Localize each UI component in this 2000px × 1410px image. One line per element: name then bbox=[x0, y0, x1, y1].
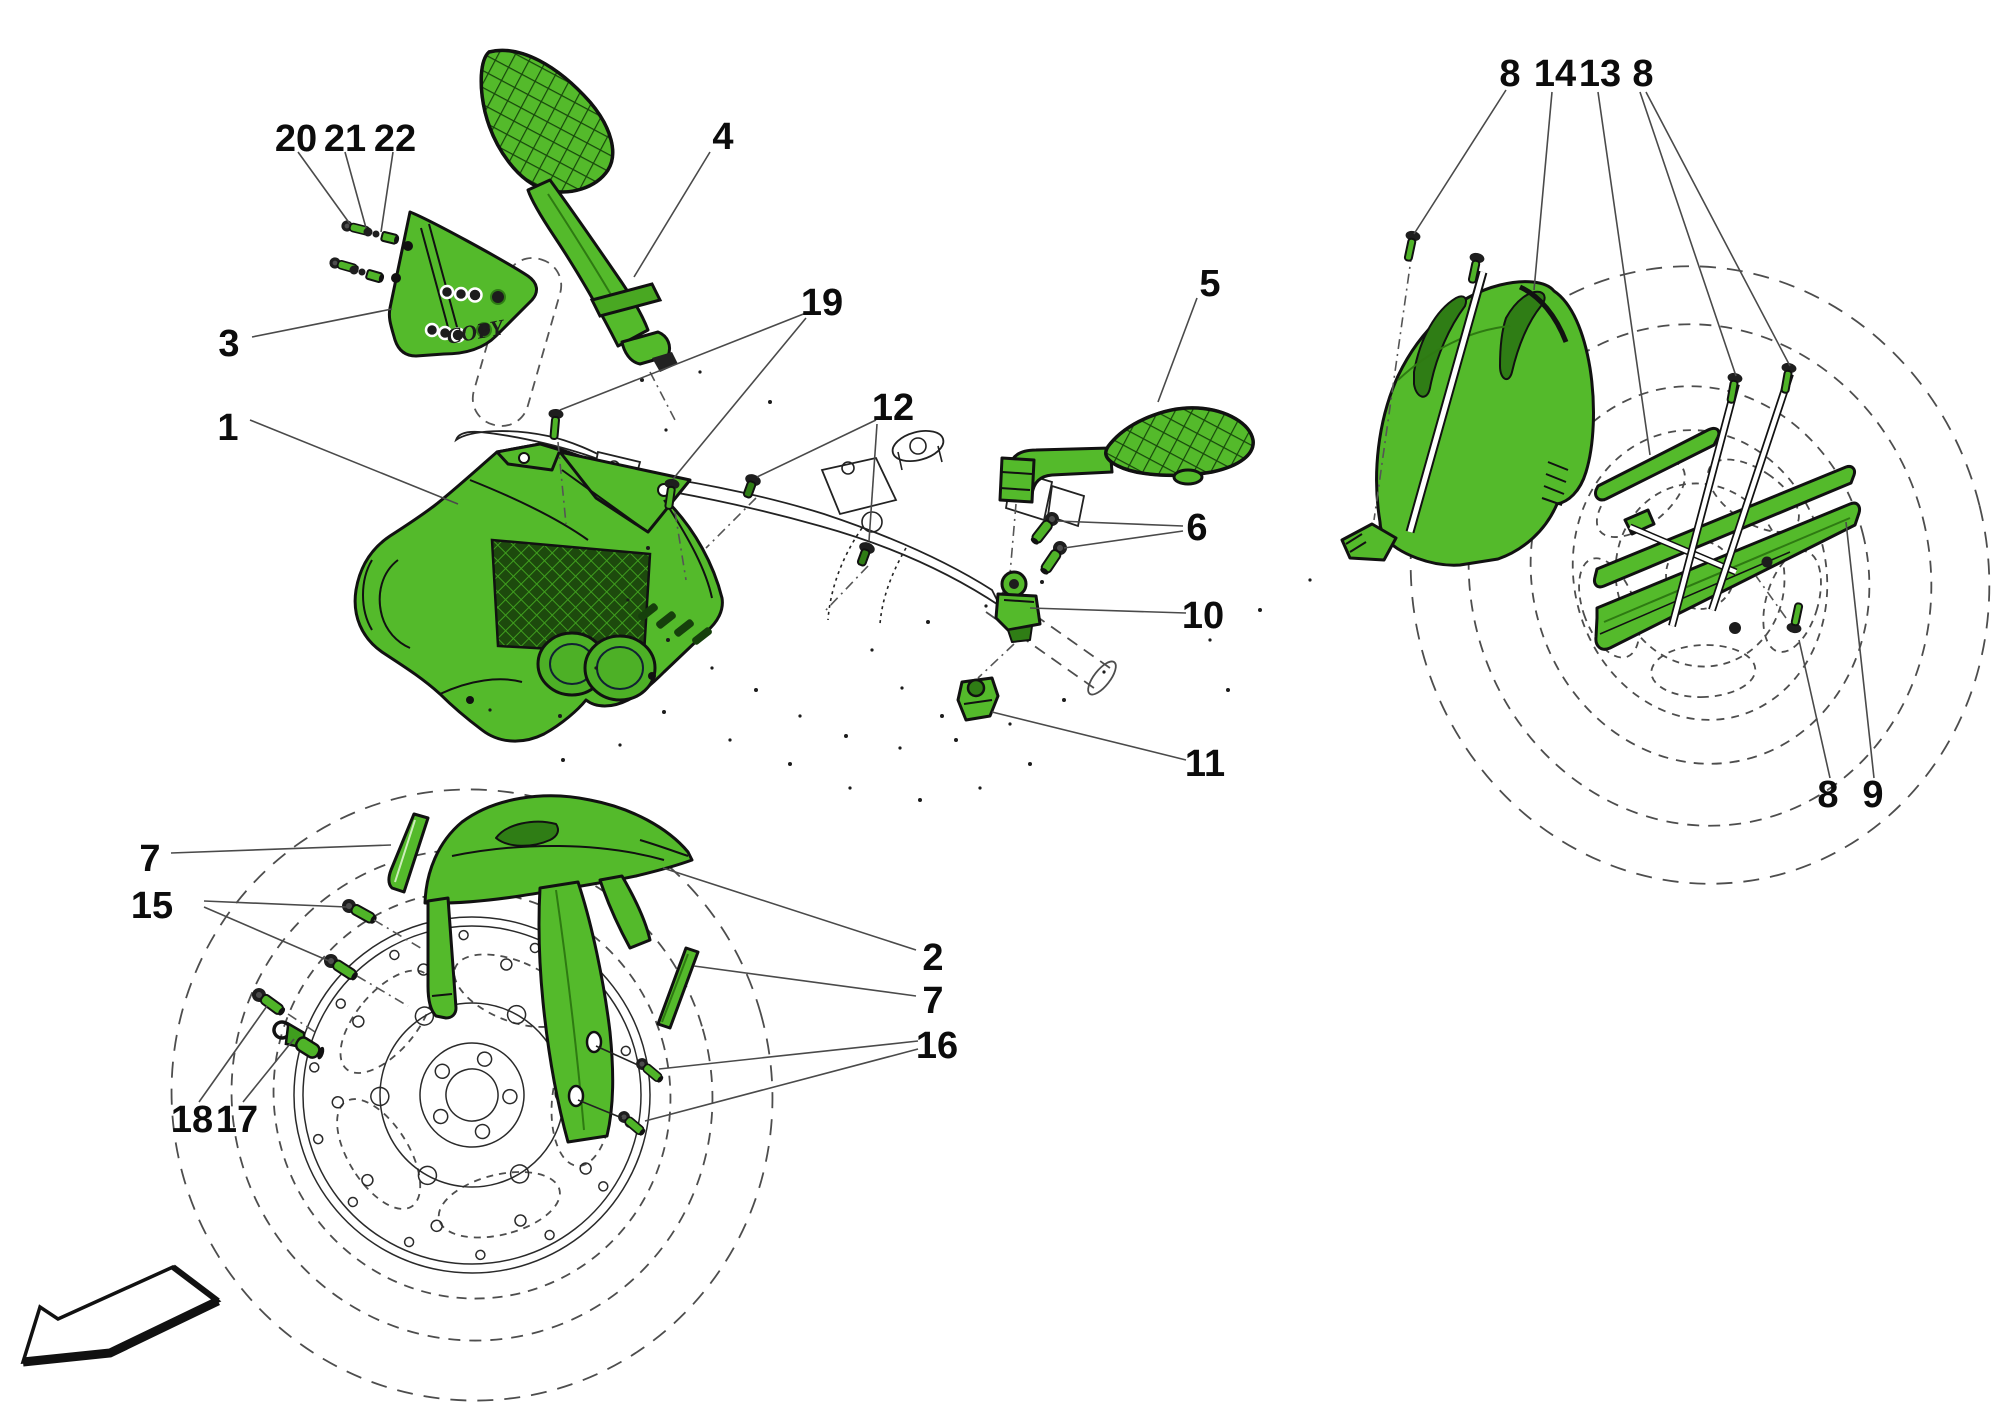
callout-22: 22 bbox=[374, 118, 416, 160]
mudguard-strip-left bbox=[387, 812, 430, 894]
callout-5: 5 bbox=[1199, 263, 1220, 305]
direction-arrow-icon bbox=[20, 1264, 222, 1367]
mudguard-screw-15a bbox=[338, 895, 381, 928]
callout-9: 9 bbox=[1862, 774, 1883, 816]
disc-screw-16b bbox=[614, 1107, 649, 1140]
callout-10: 10 bbox=[1182, 595, 1224, 637]
windshield-plate: COPY bbox=[387, 210, 538, 358]
swingarm-slider bbox=[1593, 465, 1861, 651]
mirror-right bbox=[998, 406, 1255, 575]
callout-3: 3 bbox=[218, 323, 239, 365]
callout-12: 12 bbox=[872, 387, 914, 429]
callout-16: 16 bbox=[916, 1025, 958, 1067]
callout-13: 13 bbox=[1579, 53, 1621, 95]
windshield-fasteners bbox=[327, 218, 400, 283]
callout-15: 15 bbox=[131, 885, 173, 927]
callout-labels: 20 21 22 3 1 4 19 12 5 6 10 11 8 14 13 8… bbox=[131, 53, 1884, 1141]
slider-screw-a bbox=[1722, 370, 1745, 405]
chain-guard-strip bbox=[1594, 426, 1721, 502]
sensor-screw-18 bbox=[248, 984, 289, 1020]
callout-8-c: 8 bbox=[1817, 774, 1838, 816]
callout-1: 1 bbox=[217, 407, 238, 449]
rear-fastener-rods bbox=[1373, 251, 1794, 628]
screw-19a bbox=[545, 407, 565, 441]
callout-8-b: 8 bbox=[1632, 53, 1653, 95]
callout-14: 14 bbox=[1534, 53, 1576, 95]
callout-17: 17 bbox=[216, 1099, 258, 1141]
callout-18: 18 bbox=[171, 1099, 213, 1141]
callout-4: 4 bbox=[712, 116, 733, 158]
front-mudguard bbox=[423, 794, 694, 1144]
mudguard-strip-right bbox=[656, 946, 700, 1030]
mirror-left bbox=[479, 48, 678, 423]
speck-dots bbox=[488, 370, 1312, 802]
rear-hugger-screw-left bbox=[1399, 228, 1423, 264]
abs-sensor bbox=[272, 1020, 325, 1060]
mirror-screw-6b bbox=[1036, 537, 1071, 579]
callout-20: 20 bbox=[275, 118, 317, 160]
slider-screw-b bbox=[1776, 360, 1799, 395]
handlebar-clamp bbox=[956, 676, 1000, 722]
callout-19: 19 bbox=[801, 282, 843, 324]
slider-screw-lower bbox=[1784, 600, 1808, 636]
leader-lines bbox=[170, 89, 1875, 1122]
callout-2: 2 bbox=[922, 937, 943, 979]
callout-11: 11 bbox=[1185, 743, 1225, 785]
callout-6: 6 bbox=[1186, 507, 1207, 549]
callout-7-left: 7 bbox=[139, 838, 160, 880]
callout-21: 21 bbox=[324, 118, 366, 160]
headlight-fairing bbox=[353, 442, 724, 743]
callout-7-right: 7 bbox=[922, 980, 943, 1022]
pin-12b bbox=[852, 539, 878, 569]
mudguard-screw-15b bbox=[320, 950, 362, 985]
mirror-mount-bracket bbox=[977, 570, 1042, 679]
callout-8-a: 8 bbox=[1499, 53, 1520, 95]
rear-hugger bbox=[1340, 270, 1595, 567]
